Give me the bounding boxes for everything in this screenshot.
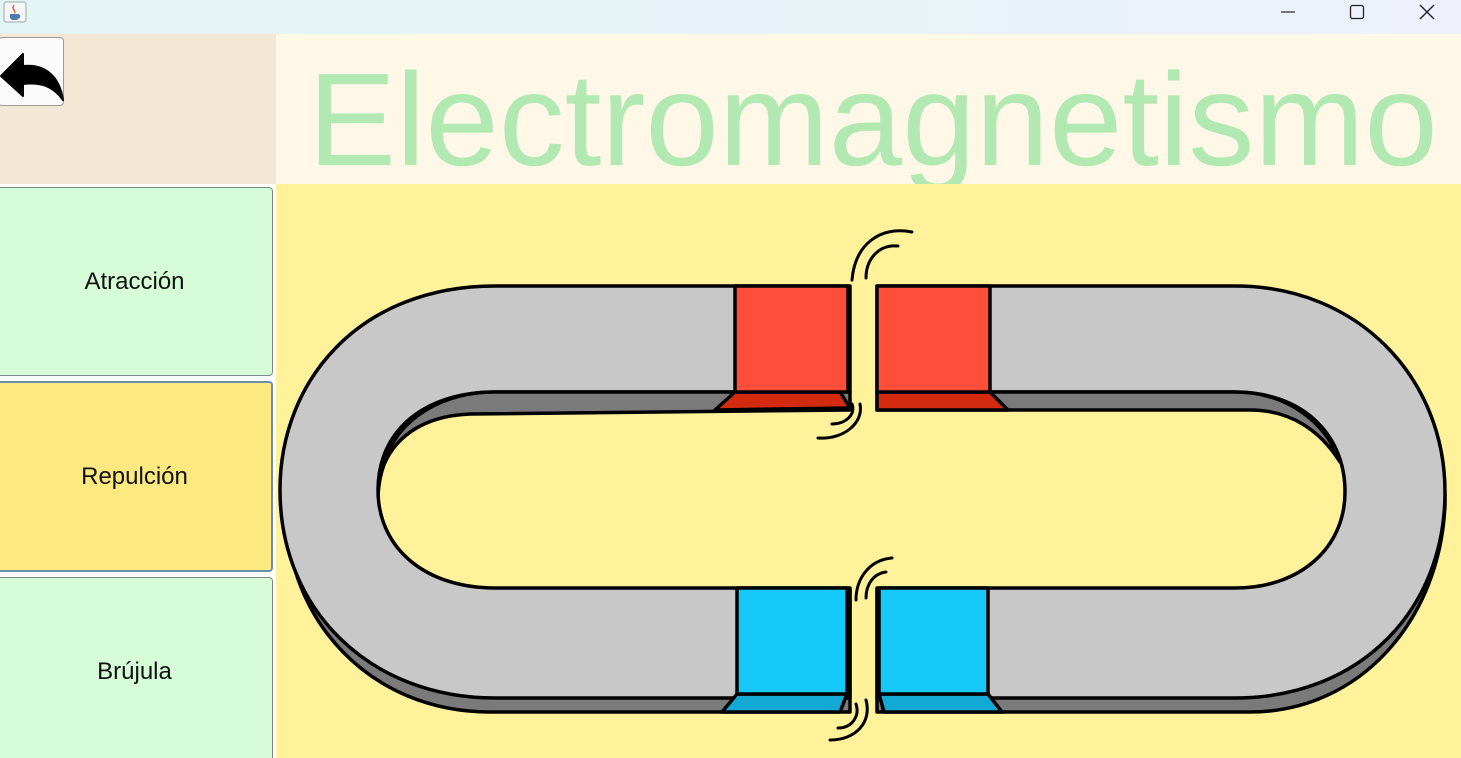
close-icon xyxy=(1419,4,1435,20)
repel-line-mid-inner xyxy=(830,402,855,426)
page-header: Electromagnetismo xyxy=(276,34,1461,184)
left-north-pole xyxy=(733,284,850,394)
back-button[interactable] xyxy=(0,37,64,106)
horseshoe-magnets-illustration xyxy=(278,229,1447,742)
sidebar-item-label: Repulción xyxy=(81,462,188,490)
left-south-pole xyxy=(735,586,849,696)
left-magnet-body xyxy=(278,284,852,700)
sidebar-item-label: Atracción xyxy=(84,267,185,295)
repel-line-bottom-inner xyxy=(836,702,859,730)
illustration-panel xyxy=(276,184,1461,758)
page-title: Electromagnetismo xyxy=(308,46,1438,185)
repel-line-low-outer xyxy=(854,556,894,602)
repel-line-top-outer xyxy=(850,229,914,282)
repel-line-bottom-outer xyxy=(828,698,869,742)
right-south-pole xyxy=(877,586,990,696)
minimize-button[interactable] xyxy=(1253,0,1323,24)
minimize-icon xyxy=(1281,11,1295,13)
repel-line-mid-outer xyxy=(816,402,862,440)
left-north-pole-side xyxy=(713,390,852,412)
close-button[interactable] xyxy=(1392,0,1461,24)
java-cup-icon xyxy=(3,1,27,23)
sidebar-item-brujula[interactable]: Brújula xyxy=(0,577,273,758)
sidebar-item-label: Brújula xyxy=(97,658,172,685)
maximize-button[interactable] xyxy=(1322,0,1392,24)
maximize-icon xyxy=(1349,4,1365,20)
sidebar-item-atraccion[interactable]: Atracción xyxy=(0,187,273,376)
right-south-pole-side xyxy=(877,692,1004,714)
back-arrow-icon xyxy=(0,53,64,101)
right-north-pole xyxy=(875,284,992,394)
window-titlebar xyxy=(0,0,1461,34)
right-north-pole-side xyxy=(875,390,1010,412)
repel-line-low-inner xyxy=(864,570,888,600)
repel-line-top-inner xyxy=(864,244,900,280)
left-south-pole-side xyxy=(720,692,849,714)
sidebar-item-repulcion[interactable]: Repulción xyxy=(0,381,273,572)
